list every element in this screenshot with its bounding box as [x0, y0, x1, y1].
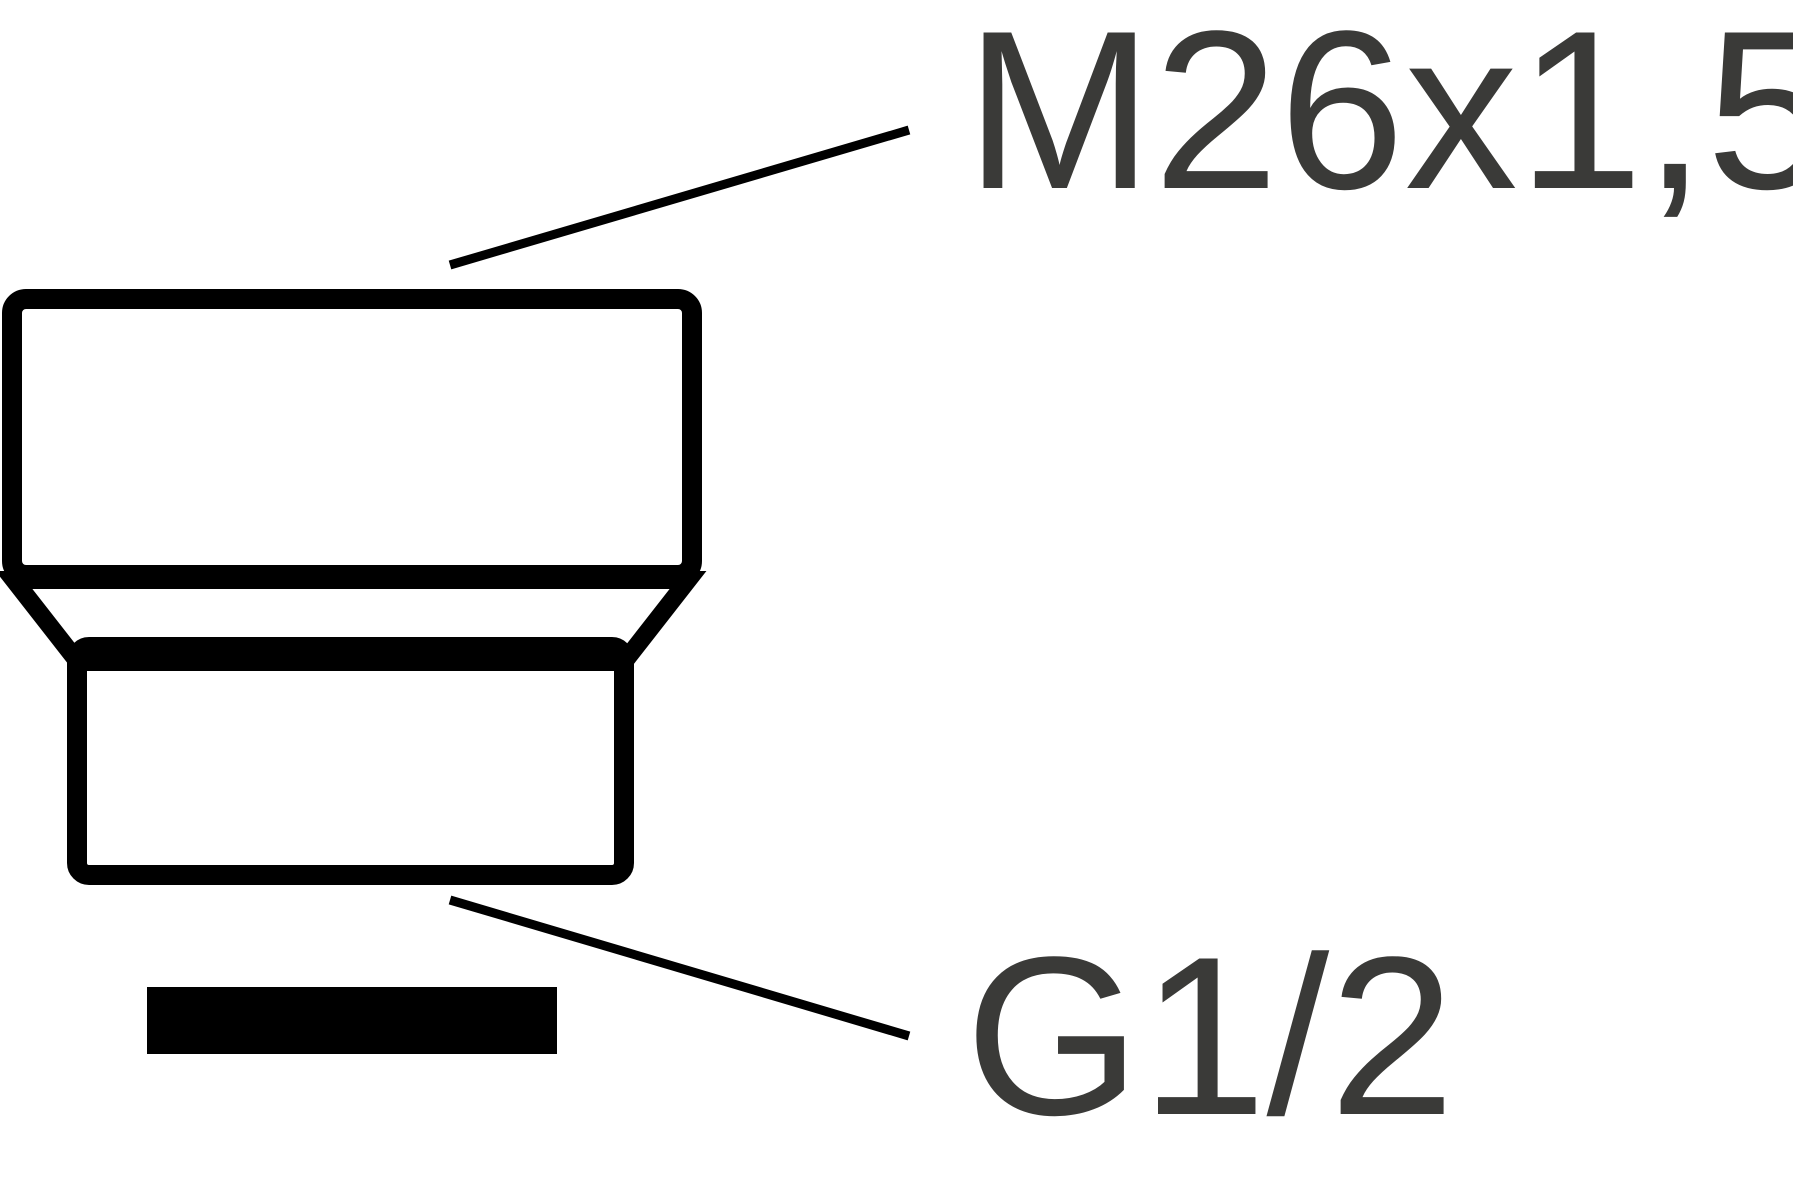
- lower-body-outline: [67, 637, 634, 885]
- washer-bar: [147, 987, 557, 1054]
- top-thread-label: M26x1,5: [965, 0, 1793, 236]
- bottom-leader-line: [448, 895, 911, 1041]
- upper-body-outline: [2, 289, 702, 585]
- top-leader-line: [448, 125, 911, 270]
- bottom-thread-label: G1/2: [965, 909, 1455, 1162]
